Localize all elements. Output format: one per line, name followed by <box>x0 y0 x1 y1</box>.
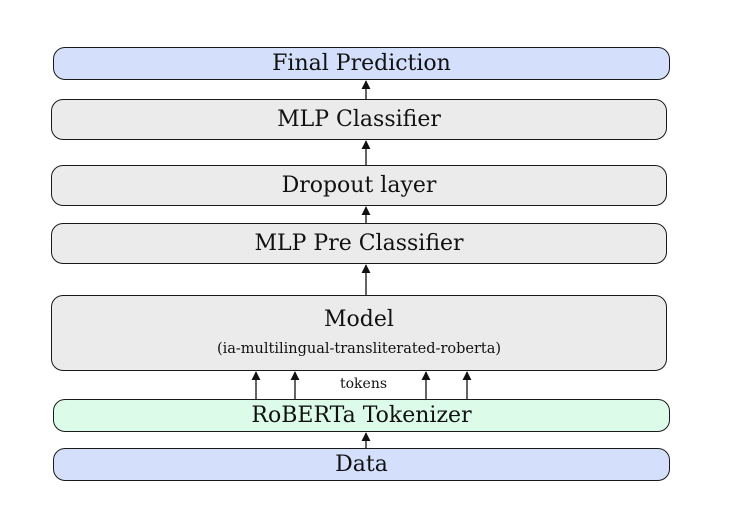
data-label: Data <box>335 451 388 477</box>
roberta-tokenizer-box: RoBERTa Tokenizer <box>53 399 670 432</box>
mlp-pre-classifier-box: MLP Pre Classifier <box>51 223 667 264</box>
final-prediction-box: Final Prediction <box>53 47 670 80</box>
dropout-layer-label: Dropout layer <box>281 172 437 198</box>
data-box: Data <box>53 448 670 481</box>
final-prediction-label: Final Prediction <box>272 50 451 76</box>
model-label: Model <box>324 307 394 332</box>
roberta-tokenizer-label: RoBERTa Tokenizer <box>251 402 472 428</box>
mlp-pre-classifier-label: MLP Pre Classifier <box>254 230 464 256</box>
model-box: Model (ia-multilingual-transliterated-ro… <box>51 295 667 371</box>
mlp-classifier-label: MLP Classifier <box>277 106 441 132</box>
dropout-layer-box: Dropout layer <box>51 165 667 206</box>
mlp-classifier-box: MLP Classifier <box>51 99 667 140</box>
model-sublabel: (ia-multilingual-transliterated-roberta) <box>216 341 502 357</box>
tokens-label: tokens <box>340 376 388 392</box>
